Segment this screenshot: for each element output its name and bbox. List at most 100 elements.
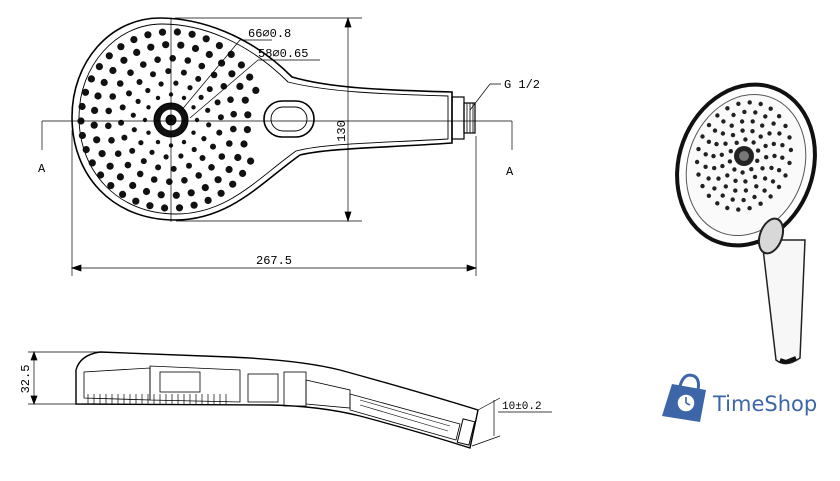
render-nozzle-hole bbox=[727, 159, 733, 164]
render-nozzle-hole bbox=[771, 141, 776, 147]
render-nozzle-hole bbox=[706, 193, 712, 198]
nozzle-hole bbox=[186, 162, 192, 169]
nozzle-hole bbox=[118, 119, 125, 126]
render-nozzle-hole bbox=[783, 173, 788, 178]
nozzle-hole bbox=[117, 43, 125, 51]
render-nozzle-hole bbox=[752, 194, 757, 200]
render-nozzle-hole bbox=[706, 122, 712, 128]
nozzle-hole bbox=[147, 43, 155, 51]
nozzle-hole bbox=[109, 93, 116, 100]
nozzle-hole bbox=[114, 150, 122, 157]
nozzle-hole bbox=[142, 187, 151, 196]
nozzle-hole bbox=[162, 41, 170, 49]
hole-callout-inner: 58∅0.65 bbox=[258, 47, 308, 61]
nozzle-hole bbox=[121, 134, 128, 141]
render-nozzle-hole bbox=[736, 101, 741, 107]
nozzle-hole bbox=[150, 71, 156, 78]
nozzle-hole bbox=[181, 139, 187, 145]
render-nozzle-hole bbox=[763, 143, 768, 149]
render-nozzle-hole bbox=[741, 197, 746, 203]
tilt-dimension bbox=[471, 397, 552, 447]
render-nozzle-hole bbox=[711, 153, 716, 159]
nozzle-hole bbox=[215, 42, 223, 50]
length-dim-text: 267.5 bbox=[256, 254, 292, 268]
render-nozzle-hole bbox=[716, 176, 721, 181]
nozzle-hole bbox=[195, 172, 202, 179]
nozzle-hole bbox=[244, 111, 252, 119]
render-handle bbox=[761, 239, 806, 365]
render-nozzle-hole bbox=[767, 131, 772, 136]
render-nozzle-hole bbox=[787, 135, 792, 140]
render-nozzle-hole bbox=[715, 113, 720, 118]
render-nozzle-hole bbox=[696, 146, 701, 152]
thickness-dim-text: 32.5 bbox=[19, 365, 33, 394]
render-nozzle-hole bbox=[712, 128, 718, 133]
nozzle-hole bbox=[169, 55, 176, 62]
nozzle-hole bbox=[100, 78, 108, 87]
nozzle-hole bbox=[166, 178, 173, 185]
render-nozzle-hole bbox=[743, 188, 749, 193]
nozzle-hole bbox=[106, 162, 114, 170]
render-nozzle-hole bbox=[760, 166, 765, 171]
nozzle-hole bbox=[214, 99, 221, 106]
nozzle-hole bbox=[91, 106, 99, 114]
nozzle-hole bbox=[177, 41, 185, 49]
render-nozzle-hole bbox=[743, 179, 748, 184]
nozzle-hole bbox=[194, 117, 200, 123]
render-nozzle-hole bbox=[753, 110, 758, 115]
nozzle-hole bbox=[130, 36, 138, 44]
render-nozzle-hole bbox=[743, 137, 748, 142]
render-nozzle-hole bbox=[731, 112, 736, 118]
nozzle-hole bbox=[227, 50, 235, 59]
nozzle-hole bbox=[149, 149, 155, 155]
nozzle-hole bbox=[119, 104, 126, 111]
nozzle-hole bbox=[191, 44, 200, 53]
render-nozzle-hole bbox=[749, 167, 754, 172]
handle-collar bbox=[451, 96, 465, 140]
render-nozzle-hole bbox=[772, 153, 777, 159]
render-nozzle-hole bbox=[742, 109, 747, 115]
render-nozzle-hole bbox=[776, 168, 782, 173]
render-nozzle-hole bbox=[776, 184, 782, 190]
nozzle-hole bbox=[120, 56, 128, 64]
nozzle-hole bbox=[150, 176, 158, 183]
render-nozzle-hole bbox=[715, 201, 720, 206]
nozzle-hole bbox=[180, 69, 187, 76]
nozzle-hole bbox=[252, 86, 260, 94]
render-nozzle-holes bbox=[694, 100, 794, 212]
nozzle-hole bbox=[116, 80, 124, 87]
length-dimension bbox=[70, 130, 478, 276]
nozzle-hole bbox=[90, 121, 98, 129]
nozzle-hole bbox=[243, 126, 251, 134]
nozzle-hole bbox=[127, 69, 134, 76]
render-nozzle-hole bbox=[733, 178, 738, 183]
nozzle-hole bbox=[216, 129, 223, 136]
mode-button bbox=[263, 100, 315, 138]
render-nozzle-hole bbox=[712, 186, 717, 191]
render-nozzle-hole bbox=[703, 164, 708, 169]
nozzle-hole bbox=[161, 204, 169, 212]
nozzle-hole bbox=[229, 180, 237, 188]
render-nozzle-hole bbox=[751, 140, 756, 145]
render-nozzle-hole bbox=[777, 131, 782, 136]
nozzle-hole bbox=[198, 62, 206, 70]
nozzle-hole bbox=[105, 122, 112, 130]
render-nozzle-hole bbox=[706, 176, 711, 181]
render-nozzle-hole bbox=[739, 119, 745, 124]
nozzle-hole bbox=[78, 102, 86, 111]
render-nozzle-hole bbox=[720, 163, 725, 169]
nozzle-hole bbox=[119, 190, 127, 198]
nozzle-hole bbox=[218, 59, 226, 67]
render-nozzle-hole bbox=[706, 139, 712, 144]
nozzle-hole bbox=[228, 70, 236, 78]
render-nozzle-hole bbox=[762, 176, 768, 181]
render-nozzle-hole bbox=[736, 207, 741, 212]
render-nozzle-hole bbox=[703, 152, 708, 157]
render-nozzle-hole bbox=[720, 193, 725, 198]
render-nozzle-hole bbox=[712, 165, 717, 171]
render-nozzle-hole bbox=[760, 123, 765, 128]
render-nozzle-hole bbox=[719, 152, 724, 157]
nozzle-hole bbox=[157, 191, 165, 199]
nozzle-hole bbox=[155, 164, 162, 171]
nozzle-hole bbox=[158, 28, 167, 36]
